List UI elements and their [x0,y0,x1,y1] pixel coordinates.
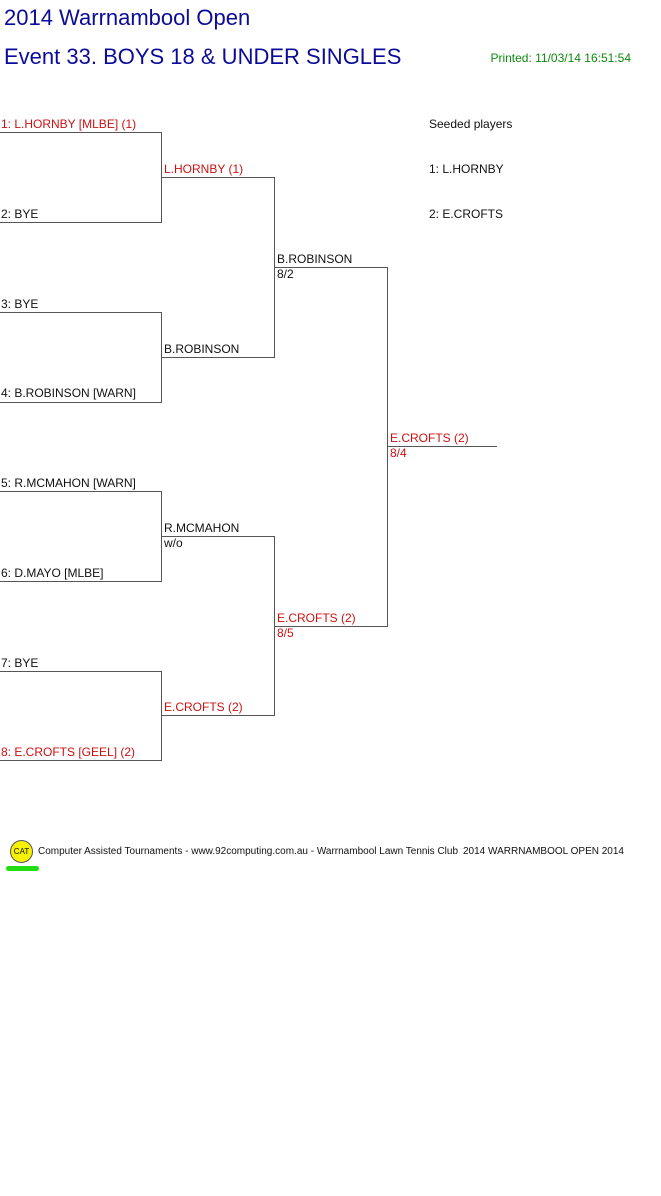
round1-slot-4: 4: B.ROBINSON [WARN] [1,386,136,400]
event-title: Event 33. BOYS 18 & UNDER SINGLES [4,44,402,69]
round2-connector-2 [274,536,275,715]
semifinal-line-1 [275,267,388,268]
seeded-players-heading: Seeded players [429,117,513,131]
round1-line-3 [0,312,162,313]
cat-logo-swoosh [6,866,39,871]
semifinal-line-2 [275,626,388,627]
round1-slot-1: 1: L.HORNBY [MLBE] (1) [1,117,137,131]
round1-slot-5: 5: R.MCMAHON [WARN] [1,476,136,490]
round2-winner-2: B.ROBINSON [164,342,240,356]
final-line [388,446,497,447]
round2-line-1 [162,177,275,178]
round2-line-4 [162,715,275,716]
round2-line-3 [162,536,275,537]
round1-line-8 [0,760,162,761]
printed-timestamp: Printed: 11/03/14 16:51:54 [490,51,631,65]
footer-credit: Computer Assisted Tournaments - www.92co… [38,846,459,857]
round1-line-1 [0,132,162,133]
round1-line-4 [0,402,162,403]
semifinal-score-1: 8/2 [277,267,294,281]
seed-item-1: 1: L.HORNBY [429,162,504,176]
round1-slot-8: 8: E.CROFTS [GEEL] (2) [1,745,136,759]
round2-winner-1: L.HORNBY (1) [164,162,244,176]
round2-score-3: w/o [164,536,183,550]
round1-slot-3: 3: BYE [1,297,39,311]
semifinal-connector [387,267,388,626]
round1-connector-3 [161,491,162,581]
semifinal-winner-2: E.CROFTS (2) [277,611,356,625]
round1-line-7 [0,671,162,672]
round2-line-2 [162,357,275,358]
round1-connector-4 [161,671,162,760]
round2-connector-1 [274,177,275,357]
round1-connector-1 [161,132,162,222]
final-score: 8/4 [390,446,407,460]
cat-logo-icon: CAT [10,840,33,863]
round1-slot-6: 6: D.MAYO [MLBE] [1,566,104,580]
semifinal-score-2: 8/5 [277,626,294,640]
tournament-title: 2014 Warrnambool Open [4,5,251,30]
round1-line-6 [0,581,162,582]
round1-connector-2 [161,312,162,402]
footer-event-name: 2014 WARRNAMBOOL OPEN 2014 [463,846,624,857]
seed-item-2: 2: E.CROFTS [429,207,504,221]
round1-slot-7: 7: BYE [1,656,39,670]
round2-winner-4: E.CROFTS (2) [164,700,243,714]
final-winner: E.CROFTS (2) [390,431,469,445]
round1-slot-2: 2: BYE [1,207,39,221]
round1-line-2 [0,222,162,223]
semifinal-winner-1: B.ROBINSON [277,252,353,266]
round2-winner-3: R.MCMAHON [164,521,240,535]
round1-line-5 [0,491,162,492]
